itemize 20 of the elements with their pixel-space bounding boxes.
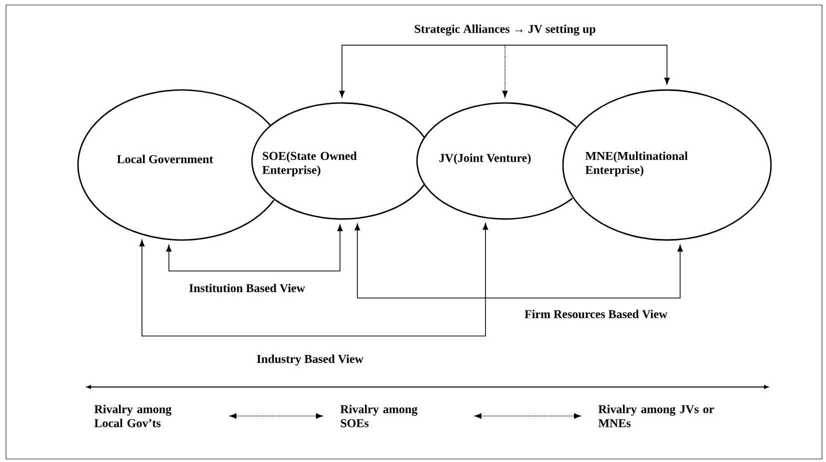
arrow bbox=[230, 413, 323, 419]
arrow bbox=[474, 413, 581, 419]
rivalry-text: Rivalry among SOEs bbox=[340, 404, 418, 428]
ellipse-label: MNE(Multinational Enterprise) bbox=[585, 152, 688, 176]
arrow bbox=[502, 44, 508, 98]
rivalry-text: Rivalry among Local Gov’ts bbox=[94, 404, 172, 428]
edge-label: Firm Resources Based View bbox=[524, 308, 668, 320]
arrow bbox=[139, 223, 488, 336]
arrow bbox=[339, 44, 506, 98]
heading: Strategic Alliances → JV setting up bbox=[414, 24, 596, 36]
arrow bbox=[504, 44, 670, 85]
edge-label: Institution Based View bbox=[188, 282, 306, 294]
ellipse-label: SOE(State Owned Enterprise) bbox=[262, 152, 357, 176]
ellipse bbox=[562, 89, 772, 241]
ellipse-label: Local Government bbox=[117, 154, 214, 164]
ellipse-label: JV(Joint Venture) bbox=[439, 154, 531, 164]
edge-label: Industry Based View bbox=[256, 354, 364, 366]
arrow bbox=[166, 224, 343, 272]
rivalry-text: Rivalry among JVs or MNEs bbox=[598, 404, 714, 428]
arrow bbox=[354, 224, 683, 298]
